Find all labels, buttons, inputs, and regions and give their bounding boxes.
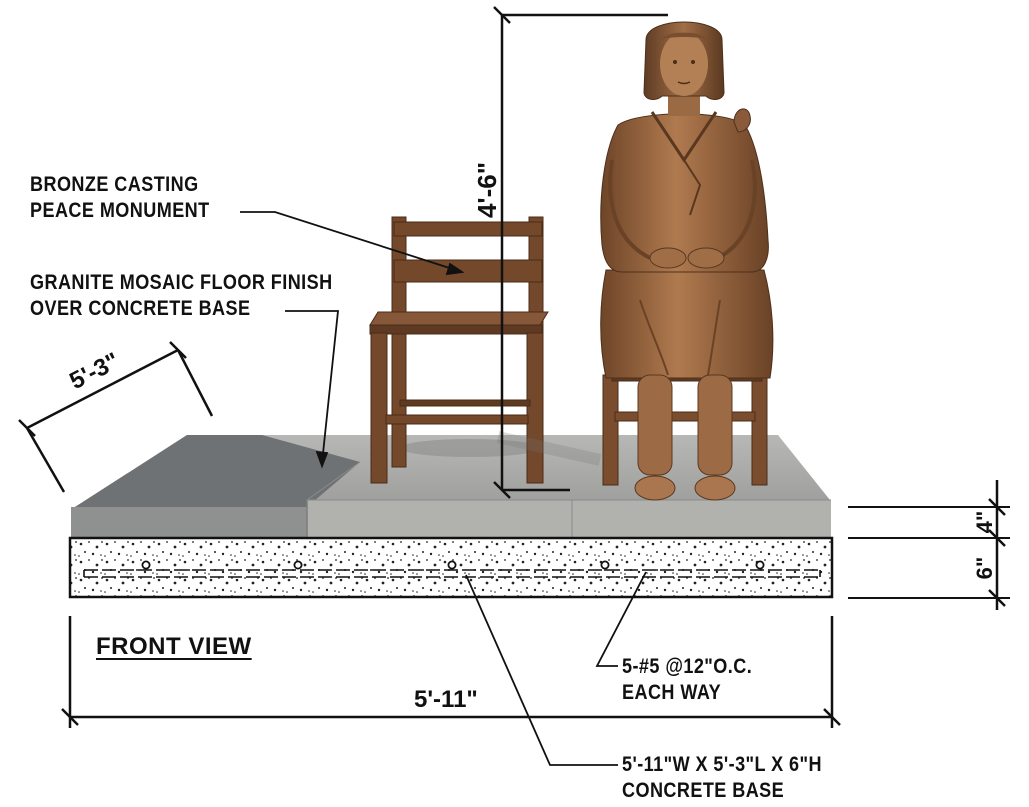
leader-floor	[285, 310, 339, 464]
leader-monument-arrow	[445, 262, 465, 276]
dimension-statue-height	[493, 6, 668, 499]
label-granite-floor-line1: GRANITE MOSAIC FLOOR FINISH	[30, 271, 333, 294]
dim-base-width-label: 5'-11"	[414, 686, 478, 713]
label-concrete-base-line2: CONCRETE BASE	[622, 779, 785, 802]
label-granite-floor-line2: OVER CONCRETE BASE	[30, 297, 251, 320]
rebar-section-3	[447, 560, 457, 570]
label-rebar-line1: 5-#5 @12"O.C.	[622, 655, 753, 678]
view-title: FRONT VIEW	[96, 633, 252, 660]
label-concrete-base-line1: 5'-11"W X 5'-3"L X 6"H	[622, 753, 822, 776]
label-bronze-casting: BRONZE CASTING PEACE MONUMENT	[30, 172, 210, 224]
dimension-base-depth	[18, 341, 214, 493]
mosaic-floor-top	[75, 435, 360, 507]
concrete-base	[68, 536, 834, 599]
label-rebar-line2: EACH WAY	[622, 681, 722, 704]
rebar-section-4	[600, 560, 610, 570]
dimension-thickness	[848, 480, 1010, 610]
rebar-section-5	[755, 560, 765, 570]
label-concrete-base: 5'-11"W X 5'-3"L X 6"H CONCRETE BASE	[622, 752, 822, 804]
dim-floor-thickness-label: 4"	[972, 511, 997, 534]
empty-chair	[369, 216, 549, 484]
label-bronze-casting-line1: BRONZE CASTING	[30, 173, 199, 196]
granite-front-face	[307, 500, 831, 537]
leader-floor-arrow	[315, 450, 329, 469]
leader-monument	[240, 211, 463, 273]
dim-base-depth-label: 5'-3"	[65, 348, 123, 396]
rebar-section-2	[293, 560, 303, 570]
dimension-base-width	[61, 616, 841, 728]
label-rebar: 5-#5 @12"O.C. EACH WAY	[622, 654, 752, 706]
leader-rebar	[595, 571, 647, 667]
bronze-statue	[496, 21, 774, 501]
leader-base	[465, 574, 618, 766]
label-granite-floor: GRANITE MOSAIC FLOOR FINISH OVER CONCRET…	[30, 270, 333, 322]
rebar-section-1	[141, 560, 151, 570]
dim-base-thickness-label: 6"	[972, 557, 997, 580]
leader-lines	[240, 211, 647, 766]
label-bronze-casting-line2: PEACE MONUMENT	[30, 199, 210, 222]
dim-statue-height-label: 4'-6"	[472, 162, 502, 218]
mosaic-floor-front	[71, 507, 307, 537]
